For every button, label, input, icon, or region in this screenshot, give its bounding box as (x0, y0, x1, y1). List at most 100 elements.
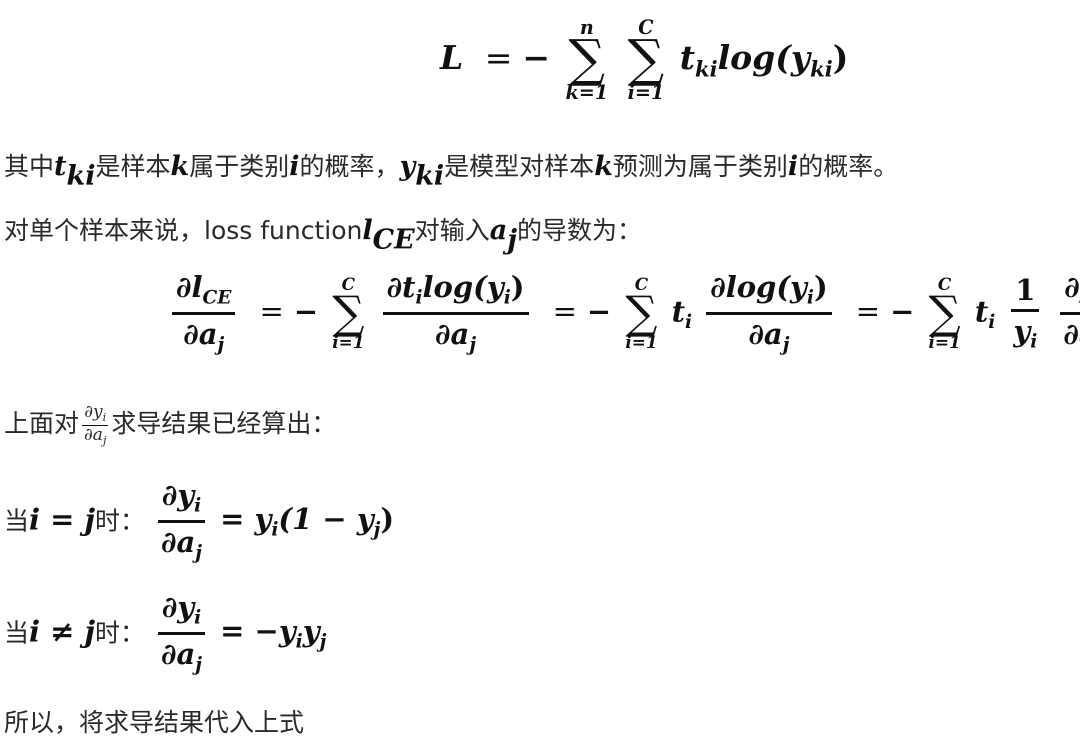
subscript: CE (202, 287, 232, 309)
fraction-denominator: ∂aj (744, 315, 793, 355)
summation: C ∑ i=1 (332, 276, 364, 350)
partial-log-y: ∂log(y (710, 270, 807, 304)
var-y-subscript: ki (415, 160, 445, 192)
var-a: a (489, 215, 508, 246)
subscript: j (217, 334, 225, 356)
var-l: l (362, 215, 373, 246)
fraction-dl-da: ∂lCE ∂aj (172, 270, 236, 355)
equals-sign: = (259, 294, 284, 329)
derivative-formula: ∂lCE ∂aj =− C ∑ i=1 ∂tilog(yi) ∂aj =− C … (168, 272, 1080, 355)
partial-y: ∂y (161, 478, 195, 512)
conclusion-paragraph: 所以，将求导结果代入上式 (4, 706, 304, 740)
fraction-dy-da: ∂yi ∂aj (157, 592, 206, 675)
rhs-neg-y: = −y (220, 614, 296, 649)
sigma-icon: ∑ (332, 286, 365, 340)
fraction-dtlog-da: ∂tilog(yi) ∂aj (382, 270, 529, 355)
subscript: j (319, 631, 327, 653)
fraction-denominator: ∂aj (179, 315, 228, 355)
equals-sign: = (855, 294, 881, 329)
sum-lower-limit: i=1 (625, 331, 658, 352)
var-t: t (671, 294, 686, 329)
term-log: log( (717, 38, 791, 78)
fraction-numerator: ∂yi (157, 478, 206, 523)
fraction-dy-da: ∂yi ∂aj (157, 480, 206, 563)
partial-y: ∂y (84, 402, 103, 422)
text-segment: 是模型对样本 (444, 152, 595, 181)
case1-formula: ∂yi ∂aj = y i (1 − yj) (153, 480, 395, 563)
text-segment: 求导结果已经算出： (111, 409, 337, 439)
subscript: j (782, 334, 790, 356)
fraction-numerator: ∂tilog(yi) (382, 270, 529, 315)
subscript: j (373, 519, 381, 541)
var-a-subscript: j (507, 224, 518, 256)
text-segment: 时： (95, 618, 146, 648)
subscript: j (102, 433, 107, 447)
subscript: i (194, 495, 202, 517)
sum-lower-limit: i=1 (627, 81, 665, 105)
sum-upper-limit: C (341, 274, 356, 295)
derivative-intro-paragraph: 对单个样本来说，loss functionlCE对输入aj的导数为： (4, 214, 642, 257)
partial-y: ∂y (1064, 270, 1080, 304)
case-i-not-equal-j: 当i ≠ j时： ∂yi ∂aj = −yiyj (4, 592, 326, 675)
subscript: i (415, 287, 423, 309)
cross-entropy-loss-formula: L =− n ∑ k=1 C ∑ i=1 tkilog(yki) (440, 18, 848, 102)
subscript: i (806, 287, 814, 309)
minus-sign: − (890, 294, 915, 329)
text-segment: 对输入 (414, 216, 490, 245)
case-i-equals-j: 当i = j时： ∂yi ∂aj = yi(1 − yj) (4, 480, 394, 563)
text-segment: 属于类别 (189, 152, 290, 181)
rhs-one-minus-y: (1 − y (278, 502, 374, 537)
fraction-dy-da: ∂yi ∂aj (1059, 272, 1080, 355)
text-segment: 的导数为： (517, 216, 643, 245)
partial-l: ∂l (176, 270, 203, 304)
fraction-dlog-da: ∂log(yi) ∂aj (706, 270, 832, 355)
var-i: i (289, 151, 300, 182)
fraction-denominator: ∂aj (157, 523, 206, 563)
term-t: t (679, 38, 695, 78)
text-segment: 是样本 (95, 152, 171, 181)
term-y: y (790, 38, 811, 78)
partial-a: ∂a (183, 316, 218, 351)
var-y: y (1013, 314, 1031, 349)
sigma-icon: ∑ (568, 30, 606, 90)
condition: i ≠ j (29, 614, 96, 649)
condition: i = j (29, 502, 96, 537)
text-segment: 当 (4, 618, 30, 648)
subscript: i (503, 287, 511, 309)
summation: C ∑ i=1 (929, 276, 961, 350)
subscript: i (685, 311, 693, 333)
sum-lower-limit: i=1 (928, 331, 961, 352)
text-segment: 的概率， (299, 152, 400, 181)
sigma-icon: ∑ (625, 286, 658, 340)
close-paren: ) (813, 270, 828, 304)
fraction-denominator: ∂aj (82, 426, 108, 447)
fraction-denominator: yi (1009, 312, 1041, 352)
text-segment: 上面对 (4, 409, 80, 439)
partial-a: ∂a (84, 424, 103, 445)
subscript: i (102, 410, 107, 424)
partial-y: ∂y (161, 590, 195, 624)
fraction-numerator: ∂log(yi) (706, 270, 832, 315)
term-y-subscript: ki (810, 56, 833, 82)
sum-lower-limit: i=1 (332, 331, 365, 352)
subscript: j (195, 654, 203, 676)
close-paren: ) (380, 502, 395, 537)
sum-upper-limit: C (937, 274, 952, 295)
sum-lower-limit: k=1 (565, 81, 609, 105)
subscript: i (194, 607, 202, 629)
sum-upper-limit: n (579, 16, 594, 39)
fraction-one-over-y: 1 yi (1009, 274, 1041, 352)
rhs-y: y (302, 614, 320, 649)
summation-k: n ∑ k=1 (566, 18, 609, 102)
subscript: i (988, 311, 996, 333)
definition-paragraph: 其中tki是样本k属于类别i的概率，yki是模型对样本k预测为属于类别i的概率。 (4, 150, 898, 193)
fraction-numerator: ∂yi (157, 590, 206, 635)
text-segment: 其中 (4, 152, 55, 181)
summation: C ∑ i=1 (625, 276, 657, 350)
text-segment: 预测为属于类别 (612, 152, 788, 181)
rhs-y: = y (220, 502, 272, 537)
minus-sign: − (586, 294, 612, 329)
partial-t: ∂t (386, 270, 416, 304)
